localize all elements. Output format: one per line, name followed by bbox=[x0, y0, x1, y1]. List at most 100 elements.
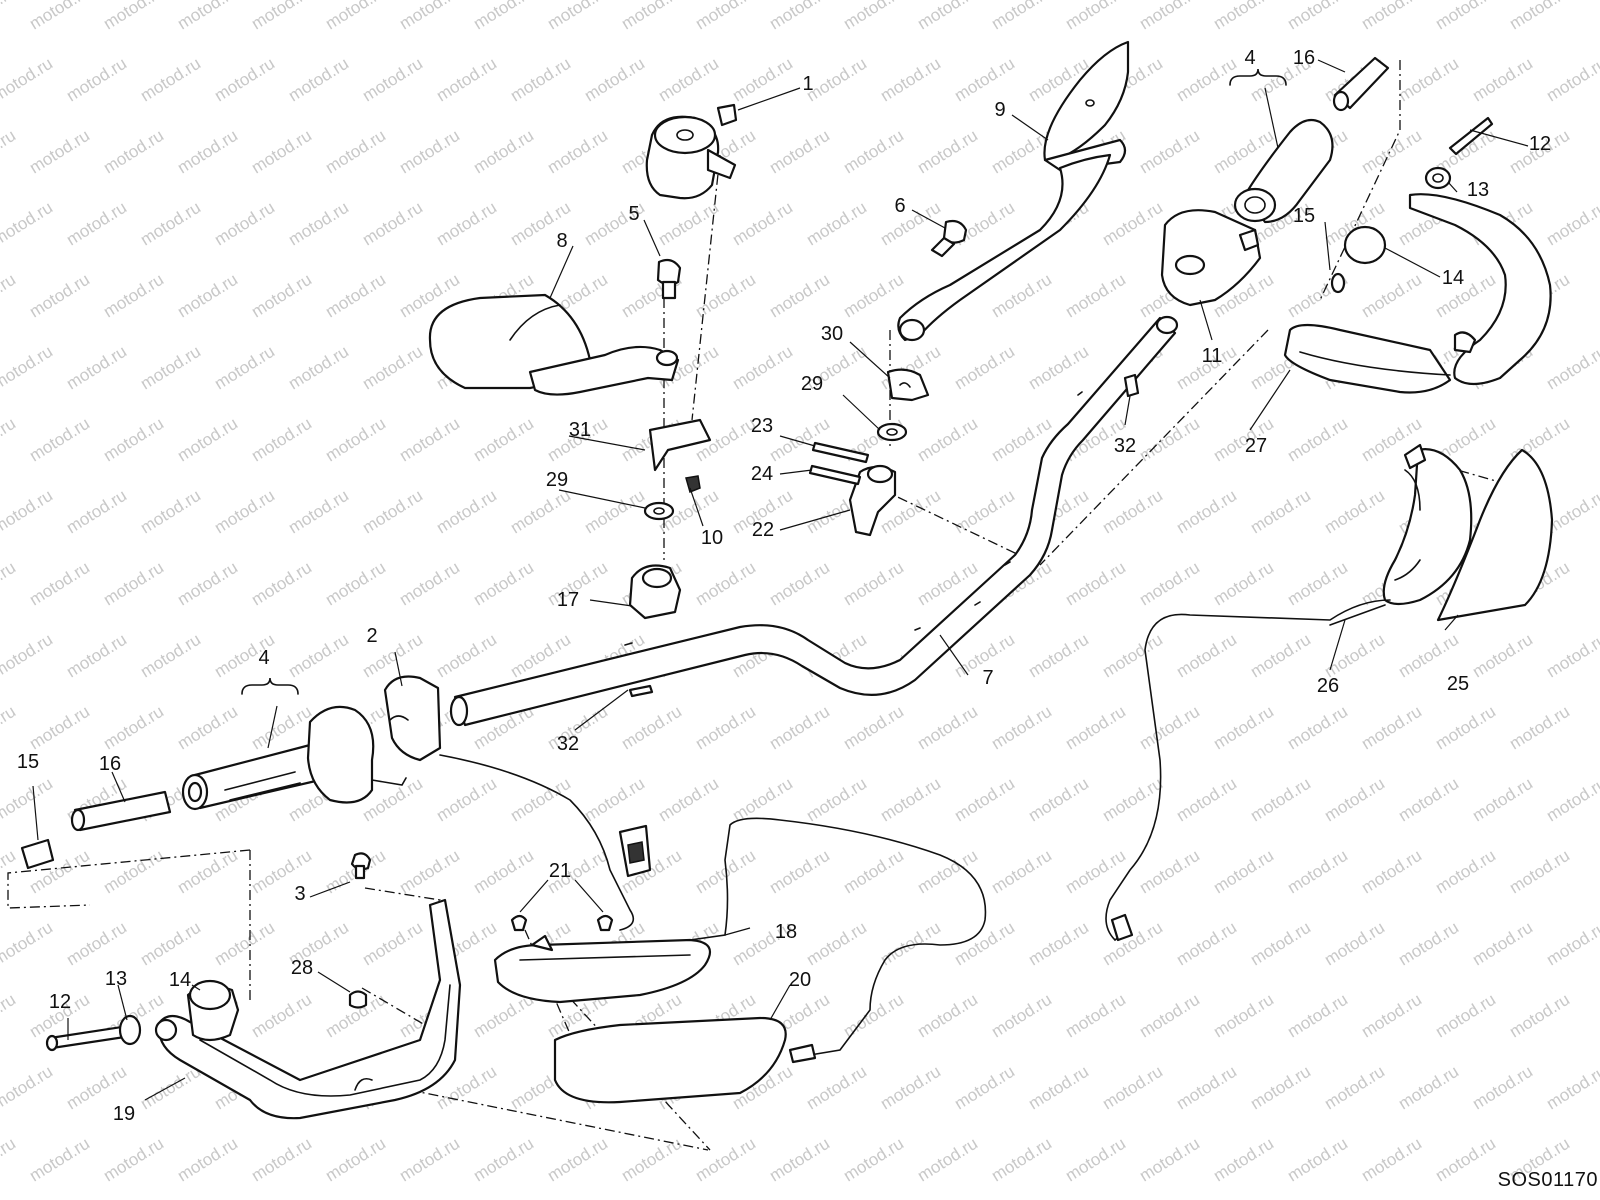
watermark-text: motod.ru bbox=[26, 558, 93, 610]
watermark-text: motod.ru bbox=[322, 126, 389, 178]
watermark-text: motod.ru bbox=[0, 0, 19, 33]
callout-label-31: 31 bbox=[569, 419, 591, 441]
watermark-text: motod.ru bbox=[1247, 630, 1314, 682]
watermark-text: motod.ru bbox=[729, 54, 796, 106]
watermark-text: motod.ru bbox=[0, 414, 19, 466]
callout-label-7: 7 bbox=[982, 667, 993, 689]
watermark-text: motod.ru bbox=[1136, 558, 1203, 610]
watermark-text: motod.ru bbox=[285, 630, 352, 682]
watermark-text: motod.ru bbox=[840, 702, 907, 754]
watermark-text: motod.ru bbox=[396, 126, 463, 178]
watermark-text: motod.ru bbox=[285, 54, 352, 106]
watermark-text: motod.ru bbox=[988, 1134, 1055, 1186]
watermark-text: motod.ru bbox=[914, 990, 981, 1042]
watermark-text: motod.ru bbox=[951, 774, 1018, 826]
callout-label-17: 17 bbox=[557, 589, 579, 611]
watermark-text: motod.ru bbox=[544, 0, 611, 33]
watermark-text: motod.ru bbox=[1432, 702, 1499, 754]
watermark-text: motod.ru bbox=[285, 198, 352, 250]
watermark-text: motod.ru bbox=[1284, 0, 1351, 33]
callout-label-32: 32 bbox=[557, 733, 579, 755]
watermark-text: motod.ru bbox=[1099, 918, 1166, 970]
watermark-text: motod.ru bbox=[1469, 918, 1536, 970]
watermark-text: motod.ru bbox=[507, 54, 574, 106]
left-mirror-and-reservoir bbox=[428, 103, 738, 396]
watermark-text: motod.ru bbox=[1543, 918, 1600, 970]
watermark-text: motod.ru bbox=[1395, 1062, 1462, 1114]
watermark-text: motod.ru bbox=[100, 414, 167, 466]
watermark-text: motod.ru bbox=[63, 198, 130, 250]
watermark-text: motod.ru bbox=[1358, 846, 1425, 898]
watermark-text: motod.ru bbox=[0, 486, 56, 538]
watermark-text: motod.ru bbox=[1284, 558, 1351, 610]
watermark-text: motod.ru bbox=[1543, 342, 1600, 394]
callout-label-15: 15 bbox=[1293, 205, 1315, 227]
watermark-text: motod.ru bbox=[137, 342, 204, 394]
callout-label-30: 30 bbox=[821, 323, 843, 345]
watermark-text: motod.ru bbox=[1395, 774, 1462, 826]
watermark-text: motod.ru bbox=[322, 414, 389, 466]
watermark-text: motod.ru bbox=[877, 918, 944, 970]
watermark-text: motod.ru bbox=[1395, 918, 1462, 970]
watermark-text: motod.ru bbox=[0, 126, 19, 178]
watermark-text: motod.ru bbox=[211, 486, 278, 538]
watermark-text: motod.ru bbox=[1358, 702, 1425, 754]
watermark-text: motod.ru bbox=[544, 1134, 611, 1186]
watermark-text: motod.ru bbox=[1136, 414, 1203, 466]
callout-label-13: 13 bbox=[105, 968, 127, 990]
watermark-text: motod.ru bbox=[1062, 702, 1129, 754]
watermark-text: motod.ru bbox=[581, 54, 648, 106]
watermark-text: motod.ru bbox=[285, 486, 352, 538]
watermark-text: motod.ru bbox=[1321, 486, 1388, 538]
watermark-text: motod.ru bbox=[877, 1062, 944, 1114]
watermark-text: motod.ru bbox=[1173, 1062, 1240, 1114]
watermark-text: motod.ru bbox=[63, 918, 130, 970]
brace-marks bbox=[241, 68, 1287, 695]
watermark-text: motod.ru bbox=[877, 198, 944, 250]
watermark-text: motod.ru bbox=[100, 126, 167, 178]
watermark-text: motod.ru bbox=[174, 702, 241, 754]
watermark-text: motod.ru bbox=[544, 126, 611, 178]
watermark-text: motod.ru bbox=[433, 198, 500, 250]
watermark-text: motod.ru bbox=[766, 126, 833, 178]
watermark-text: motod.ru bbox=[840, 1134, 907, 1186]
callout-label-19: 19 bbox=[113, 1103, 135, 1125]
callout-label-14: 14 bbox=[1442, 267, 1464, 289]
watermark-text: motod.ru bbox=[174, 126, 241, 178]
watermark-text: motod.ru bbox=[1284, 1134, 1351, 1186]
watermark-text: motod.ru bbox=[1321, 774, 1388, 826]
watermark-text: motod.ru bbox=[1099, 1062, 1166, 1114]
watermark-text: motod.ru bbox=[0, 774, 56, 826]
watermark-text: motod.ru bbox=[1543, 54, 1600, 106]
watermark-text: motod.ru bbox=[803, 918, 870, 970]
watermark-text: motod.ru bbox=[655, 54, 722, 106]
watermark-text: motod.ru bbox=[1136, 1134, 1203, 1186]
watermark-text: motod.ru bbox=[0, 198, 56, 250]
watermark-text: motod.ru bbox=[1358, 1134, 1425, 1186]
watermark-text: motod.ru bbox=[137, 918, 204, 970]
callout-label-22: 22 bbox=[752, 519, 774, 541]
watermark-text: motod.ru bbox=[766, 414, 833, 466]
watermark-text: motod.ru bbox=[0, 918, 56, 970]
watermark-text: motod.ru bbox=[951, 1062, 1018, 1114]
callout-label-29: 29 bbox=[546, 469, 568, 491]
watermark-text: motod.ru bbox=[100, 1134, 167, 1186]
watermark-text: motod.ru bbox=[914, 126, 981, 178]
watermark-text: motod.ru bbox=[692, 270, 759, 322]
callout-label-12: 12 bbox=[1529, 133, 1551, 155]
watermark-text: motod.ru bbox=[914, 846, 981, 898]
watermark-text: motod.ru bbox=[1506, 846, 1573, 898]
callout-label-2: 2 bbox=[366, 625, 377, 647]
watermark-text: motod.ru bbox=[322, 1134, 389, 1186]
watermark-text: motod.ru bbox=[1432, 846, 1499, 898]
watermark-text: motod.ru bbox=[840, 846, 907, 898]
watermark-text: motod.ru bbox=[1136, 846, 1203, 898]
watermark-text: motod.ru bbox=[100, 558, 167, 610]
watermark-text: motod.ru bbox=[1025, 918, 1092, 970]
watermark-text: motod.ru bbox=[655, 198, 722, 250]
watermark-text: motod.ru bbox=[285, 342, 352, 394]
callout-label-11: 11 bbox=[1202, 345, 1223, 367]
watermark-text: motod.ru bbox=[211, 342, 278, 394]
watermark-text: motod.ru bbox=[359, 486, 426, 538]
